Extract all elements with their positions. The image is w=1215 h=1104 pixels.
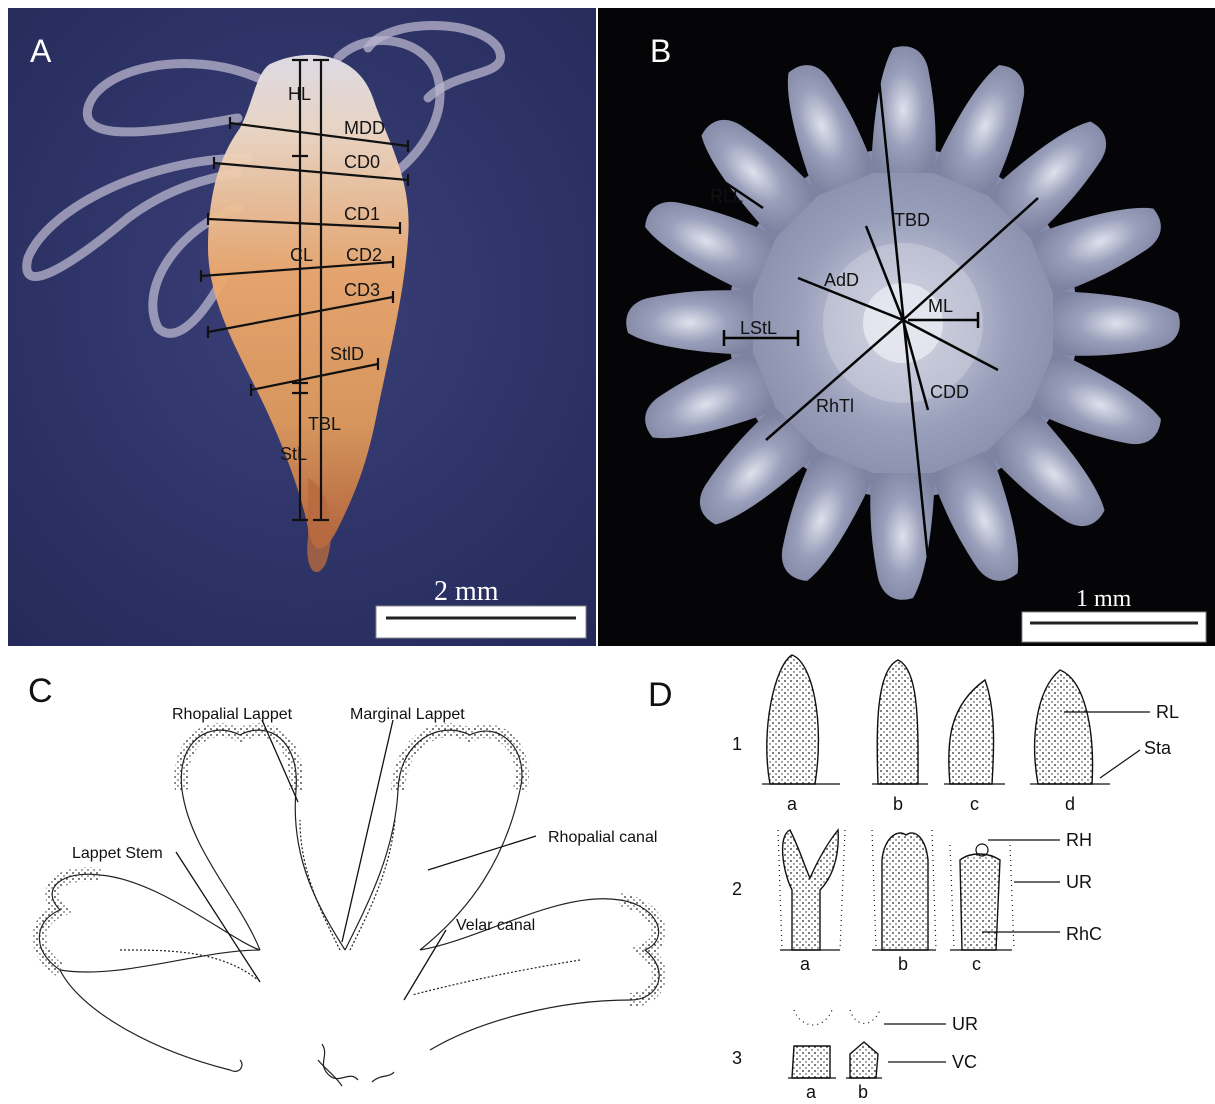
label-lstl: LStL [740,318,777,338]
row1-letter-c: c [970,794,979,814]
row2-letter-b: b [898,954,908,974]
label-marginal-lappet: Marginal Lappet [350,706,465,723]
scale-bar-b-label: 1 mm [1076,586,1132,612]
label-cd0: CD0 [344,152,380,172]
label-velar-canal: Velar canal [456,917,535,934]
row-number-2: 2 [732,879,742,899]
panel-a: HL MDD CD0 CD1 CL CD2 CD3 StlD TBL StL A… [8,8,596,646]
label-tbd: TBD [894,210,930,230]
row1-letter-a: a [787,794,798,814]
label-vc: VC [952,1052,977,1072]
row3-shapes [792,1042,878,1078]
label-rhc: RhC [1066,924,1102,944]
label-tbl: TBL [308,414,341,434]
panel-c: C Rhopalial Lappet Marginal Lappet Lap [0,650,700,1099]
panel-b-letter: B [650,33,671,69]
panel-c-drawing: C Rhopalial Lappet Marginal Lappet Lap [0,650,700,1099]
label-ml: ML [928,296,953,316]
panel-a-photo: HL MDD CD0 CD1 CL CD2 CD3 StlD TBL StL A… [8,8,596,646]
label-ur: UR [1066,872,1092,892]
label-cd1: CD1 [344,204,380,224]
label-sta: Sta [1144,738,1172,758]
label-rll: RLL [710,186,743,206]
label-cl: CL [290,245,313,265]
row2-letter-c: c [972,954,981,974]
scale-bar-b [1022,612,1206,642]
label-cd3: CD3 [344,280,380,300]
label-stl: StL [280,444,307,464]
leader-lines-c [176,720,536,1000]
row2-letter-a: a [800,954,811,974]
panel-d: D 1 2 3 a b c d RL Sta [700,650,1215,1099]
label-rhopalial-canal: Rhopalial canal [548,829,657,846]
row3-letter-b: b [858,1082,868,1099]
row1-letter-d: d [1065,794,1075,814]
label-ur-row3: UR [952,1014,978,1034]
panel-d-drawing: D 1 2 3 a b c d RL Sta [700,650,1215,1099]
scale-bar-a [376,606,586,638]
scale-bar-a-label: 2 mm [434,576,499,607]
label-rh: RH [1066,830,1092,850]
label-rhtl: RhTl [816,396,854,416]
panel-b: RLL TBD AdD ML LStL RhTl CDD B 1 mm [598,8,1215,646]
panel-d-letter-box: D [648,676,673,715]
row-number-1: 1 [732,734,742,754]
row-number-3: 3 [732,1048,742,1068]
panel-c-letter: C [28,672,53,710]
label-rl: RL [1156,702,1179,722]
label-stld: StlD [330,344,364,364]
row3-letter-a: a [806,1082,817,1099]
label-cd2: CD2 [346,245,382,265]
label-mdd: MDD [344,118,385,138]
label-lappet-stem: Lappet Stem [72,845,163,862]
panel-a-letter: A [30,33,52,69]
label-add: AdD [824,270,859,290]
label-rhopalial-lappet: Rhopalial Lappet [172,706,293,723]
row1-shapes [767,655,1093,784]
label-hl: HL [288,84,311,104]
label-cdd: CDD [930,382,969,402]
panel-b-photo: RLL TBD AdD ML LStL RhTl CDD B 1 mm [598,8,1215,646]
row1-letter-b: b [893,794,903,814]
row2-shapes [783,830,1000,950]
